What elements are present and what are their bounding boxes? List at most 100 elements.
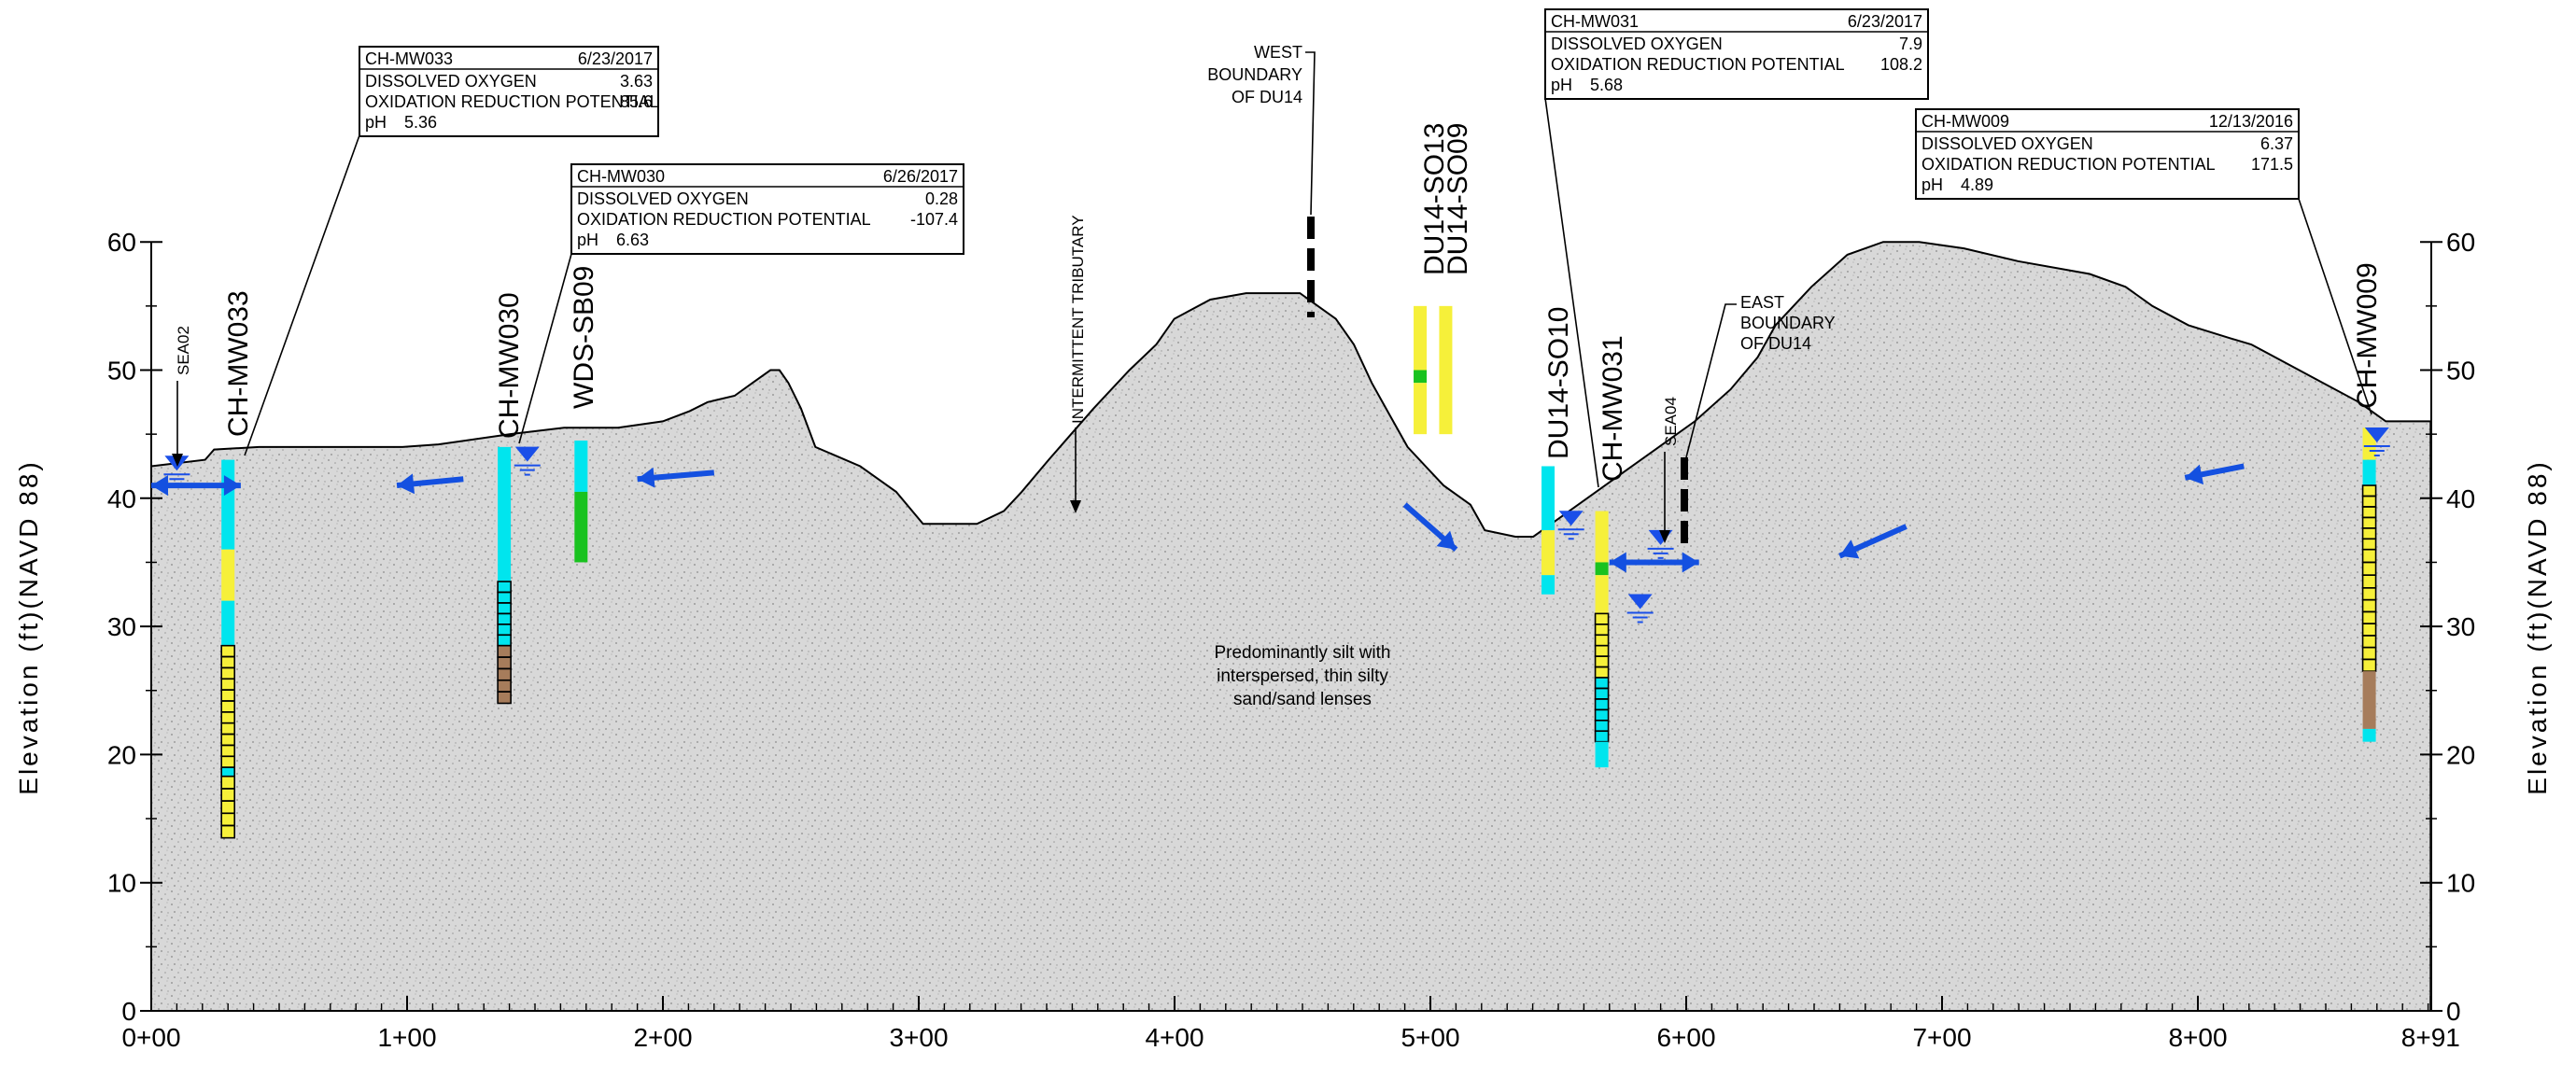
x-tick-label: 2+00 xyxy=(633,1023,692,1052)
callout-orp-value: 85.6 xyxy=(620,92,653,111)
borehole-segment xyxy=(1541,530,1555,576)
y-tick-label-left: 60 xyxy=(107,228,136,257)
water-table-triangle xyxy=(1558,511,1584,526)
borehole-sample-box xyxy=(2361,658,2377,672)
borehole-segment xyxy=(1439,305,1453,435)
y-tick-label-left: 30 xyxy=(107,612,136,641)
callout-do-label: DISSOLVED OXYGEN xyxy=(577,189,749,208)
callout-do-value: 7.9 xyxy=(1899,35,1922,53)
callout-ch-mw033: CH-MW033 6/23/2017 DISSOLVED OXYGEN 3.63… xyxy=(359,46,659,137)
borehole-ch-mw009 xyxy=(2361,427,2377,742)
borehole-segment xyxy=(2362,728,2376,742)
arrow-head xyxy=(223,475,241,497)
callout-date: 12/13/2016 xyxy=(2209,112,2293,131)
borehole-labels: CH-MW033 CH-MW030 WDS-SB09 DU14-SO13 DU1… xyxy=(223,123,2383,482)
water-table-icon xyxy=(2363,427,2390,457)
west-boundary-line3: OF DU14 xyxy=(1232,88,1302,106)
borehole-segment xyxy=(221,767,235,777)
y-tick-label-left: 40 xyxy=(107,484,136,513)
borehole-sample-box xyxy=(497,691,512,705)
label-ch-mw009: CH-MW009 xyxy=(2352,262,2383,409)
borehole-segment xyxy=(221,600,235,646)
arrow-head xyxy=(397,473,415,495)
callout-orp-label: OXIDATION REDUCTION POTENTIAL xyxy=(365,92,659,111)
borehole-du14-so09 xyxy=(1439,305,1453,435)
west-boundary-line2: BOUNDARY xyxy=(1207,65,1302,84)
x-tick-label: 0+00 xyxy=(121,1023,180,1052)
label-du14-so13: DU14-SO13 xyxy=(1419,123,1450,275)
sea02-label: SEA02 xyxy=(175,326,192,375)
callout-orp-value: 108.2 xyxy=(1880,55,1922,74)
label-ch-mw031: CH-MW031 xyxy=(1598,335,1628,482)
water-table-icon xyxy=(1626,594,1654,624)
arrow-head xyxy=(1682,552,1699,573)
callout-do-value: 0.28 xyxy=(925,189,958,208)
y-tick-label-left: 50 xyxy=(107,357,136,385)
callout-ph-value: 4.89 xyxy=(1961,175,1993,194)
callout-ph-label: pH xyxy=(1921,175,1943,194)
callout-do-label: DISSOLVED OXYGEN xyxy=(1921,134,2093,153)
x-tick-label: 8+91 xyxy=(2401,1023,2460,1052)
callout-ch-mw030: CH-MW030 6/26/2017 DISSOLVED OXYGEN 0.28… xyxy=(570,163,964,255)
callout-ph-value: 6.63 xyxy=(616,231,649,249)
borehole-ch-mw031 xyxy=(1594,511,1610,768)
borehole-wds-sb09 xyxy=(574,441,588,563)
callout-do-label: DISSOLVED OXYGEN xyxy=(365,72,537,91)
label-wds-sb09: WDS-SB09 xyxy=(569,266,599,409)
callout-do-value: 6.37 xyxy=(2260,134,2293,153)
y-tick-label-right: 20 xyxy=(2446,740,2475,769)
borehole-segment xyxy=(1414,370,1428,384)
borehole-segment xyxy=(2362,587,2376,672)
y-tick-label-right: 40 xyxy=(2446,484,2475,513)
borehole-segment xyxy=(1595,562,1609,576)
borehole-sample-box xyxy=(220,824,235,839)
borehole-du14-so13 xyxy=(1414,305,1428,435)
callout-date: 6/23/2017 xyxy=(578,49,653,68)
y-tick-label-right: 10 xyxy=(2446,869,2475,898)
borehole-segment xyxy=(498,446,512,582)
callout-ph-label: pH xyxy=(1551,76,1572,94)
borehole-segment xyxy=(221,645,235,768)
arrow-head xyxy=(151,475,168,497)
callout-ph-label: pH xyxy=(365,113,387,132)
water-table-triangle xyxy=(2364,427,2389,443)
callout-title: CH-MW033 xyxy=(365,49,453,68)
west-boundary-line1: WEST xyxy=(1254,43,1302,62)
borehole-ch-mw030 xyxy=(497,446,512,705)
borehole-segment xyxy=(498,645,512,704)
y-tick-label-left: 0 xyxy=(121,997,136,1026)
arrow-head xyxy=(1839,540,1860,559)
borehole-segment xyxy=(2362,549,2376,588)
borehole-segment xyxy=(221,549,235,601)
flow-arrow xyxy=(396,473,464,495)
flow-arrow xyxy=(1609,552,1699,573)
x-tick-label: 4+00 xyxy=(1145,1023,1204,1052)
borehole-segment xyxy=(1541,575,1555,595)
boreholes xyxy=(220,305,2377,839)
borehole-segment xyxy=(1414,383,1428,435)
borehole-segment xyxy=(1595,575,1609,614)
borehole-segment xyxy=(574,441,588,492)
y-tick-label-right: 60 xyxy=(2446,228,2475,257)
x-tick-label: 7+00 xyxy=(1912,1023,1971,1052)
callout-do-value: 3.63 xyxy=(620,72,653,91)
groundwater-flow-arrows xyxy=(151,463,2245,573)
borehole-ch-mw033 xyxy=(220,459,235,839)
flow-arrow xyxy=(1838,524,1907,559)
x-tick-label: 5+00 xyxy=(1401,1023,1459,1052)
arrow-head xyxy=(1436,530,1457,550)
callout-ch-mw031: CH-MW031 6/23/2017 DISSOLVED OXYGEN 7.9 … xyxy=(1544,8,1929,100)
callout-date: 6/23/2017 xyxy=(1848,12,1922,31)
arrow-head xyxy=(637,467,655,488)
callout-orp-label: OXIDATION REDUCTION POTENTIAL xyxy=(1921,155,2216,174)
arrow-head xyxy=(1609,552,1626,573)
callout-title: CH-MW009 xyxy=(1921,112,2009,131)
x-tick-label: 1+00 xyxy=(377,1023,436,1052)
callout-ch-mw009: CH-MW009 12/13/2016 DISSOLVED OXYGEN 6.3… xyxy=(1915,108,2300,200)
callout-orp-value: -107.4 xyxy=(910,210,958,229)
label-ch-mw033: CH-MW033 xyxy=(223,290,254,437)
callout-title: CH-MW030 xyxy=(577,167,665,186)
